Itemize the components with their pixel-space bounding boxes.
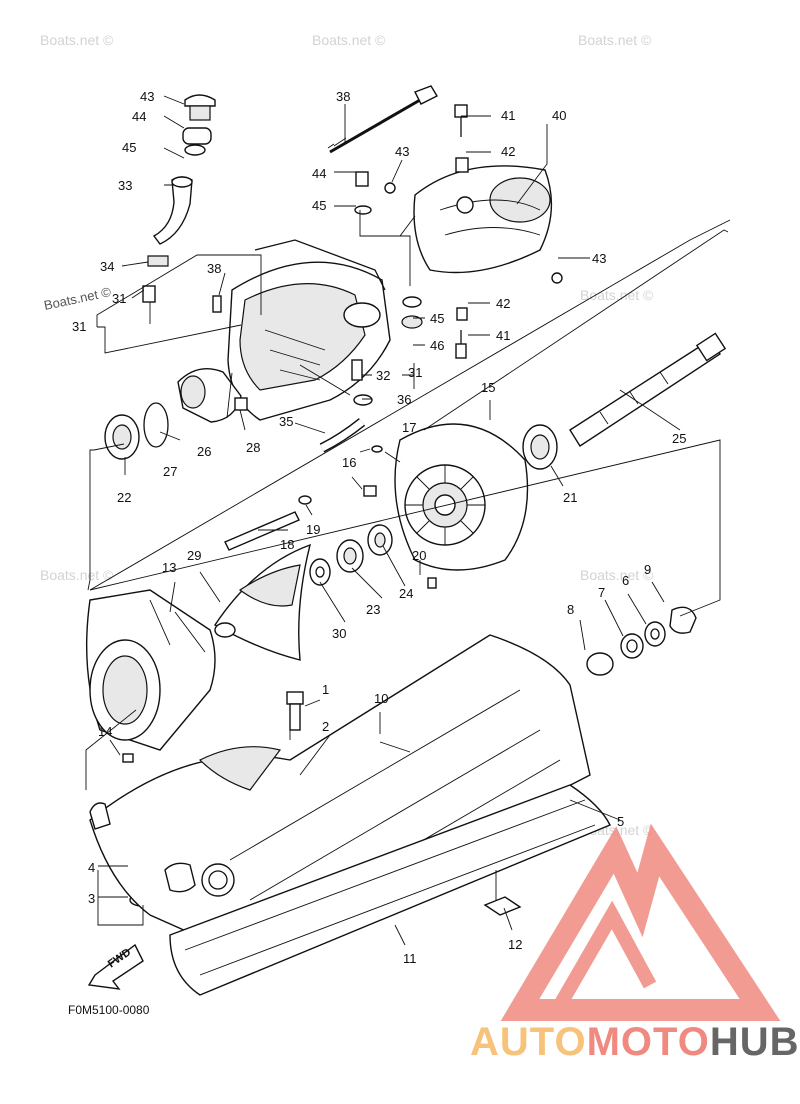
callout-30: 30 [332,626,346,641]
callout-14: 14 [98,724,112,739]
callout-43b: 43 [592,251,606,266]
drain-plug-assembly [142,94,216,324]
callout-31b: 31 [408,365,422,380]
callout-26: 26 [197,444,211,459]
callout-40: 40 [552,108,566,123]
callout-9: 9 [644,562,651,577]
callout-18: 18 [280,537,294,552]
callout-23: 23 [366,602,380,617]
callout-28: 28 [246,440,260,455]
callout-7: 7 [598,585,605,600]
fwd-arrow-icon: FWD [87,943,144,990]
watermark: Boats.net © [578,32,652,48]
watermark: Boats.net © [580,567,654,583]
leader-lines [85,95,731,946]
callout-44: 44 [312,166,326,181]
callout-20: 20 [412,548,426,563]
callout-42b: 42 [496,296,510,311]
watermark: Boats.net © [43,284,113,313]
callout-31: 31 [72,319,86,334]
callout-15: 15 [481,380,495,395]
callout-42: 42 [501,144,515,159]
callout-10: 10 [374,691,388,706]
callout-6: 6 [622,573,629,588]
callout-37: 36 [397,392,411,407]
diagram-code: F0M5100-0080 [68,1003,150,1017]
nozzle-housing-13 [85,589,216,751]
brand-logo-text: AUTOMOTOHUB [470,1020,800,1065]
callout-2: 2 [322,719,329,734]
brand-part-hub: HUB [709,1020,800,1064]
callout-13: 13 [162,560,176,575]
callout-12: 12 [508,937,522,952]
callout-8: 8 [567,602,574,617]
callout-48: 44 [132,109,146,124]
callout-16: 16 [342,455,356,470]
callout-22: 22 [117,490,131,505]
callout-27: 27 [163,464,177,479]
callout-32: 31 [112,291,126,306]
callout-33: 32 [376,368,390,383]
callout-24: 24 [399,586,413,601]
callout-21: 21 [563,490,577,505]
brand-part-auto: AUTO [470,1020,587,1064]
callout-49: 45 [122,140,136,155]
callout-45: 45 [312,198,326,213]
callout-4: 4 [88,860,95,875]
duct-assembly-2 [89,634,611,996]
callout-34: 33 [118,178,132,193]
callout-labels: 43 44 45 33 34 31 31 38 38 41 42 43 44 4… [72,89,686,966]
callout-17: 17 [402,420,416,435]
callout-11: 11 [403,951,417,966]
callout-39: 38 [336,89,350,104]
callout-1: 1 [322,682,329,697]
callout-47: 43 [140,89,154,104]
callout-36: 35 [279,414,293,429]
callout-41: 41 [501,108,515,123]
callout-41b: 41 [496,328,510,343]
callout-46: 46 [430,338,444,353]
brand-logo-icon [500,823,781,1021]
callout-43: 43 [395,144,409,159]
callout-5: 5 [617,814,624,829]
callout-38: 38 [207,261,221,276]
middle-row-parts [104,295,727,661]
callout-35: 34 [100,259,114,274]
brand-part-moto: MOTO [586,1020,710,1064]
callout-29: 29 [187,548,201,563]
callout-45b: 45 [430,311,444,326]
callout-3: 3 [88,891,95,906]
watermark: Boats.net © [40,32,114,48]
cover-assembly-40 [354,104,563,359]
right-small-parts [586,606,697,676]
intake-housing-31 [227,239,391,421]
watermark: Boats.net © [40,567,114,583]
callout-25: 25 [672,431,686,446]
watermark: Boats.net © [580,287,654,303]
callout-19: 19 [306,522,320,537]
watermark: Boats.net © [312,32,386,48]
